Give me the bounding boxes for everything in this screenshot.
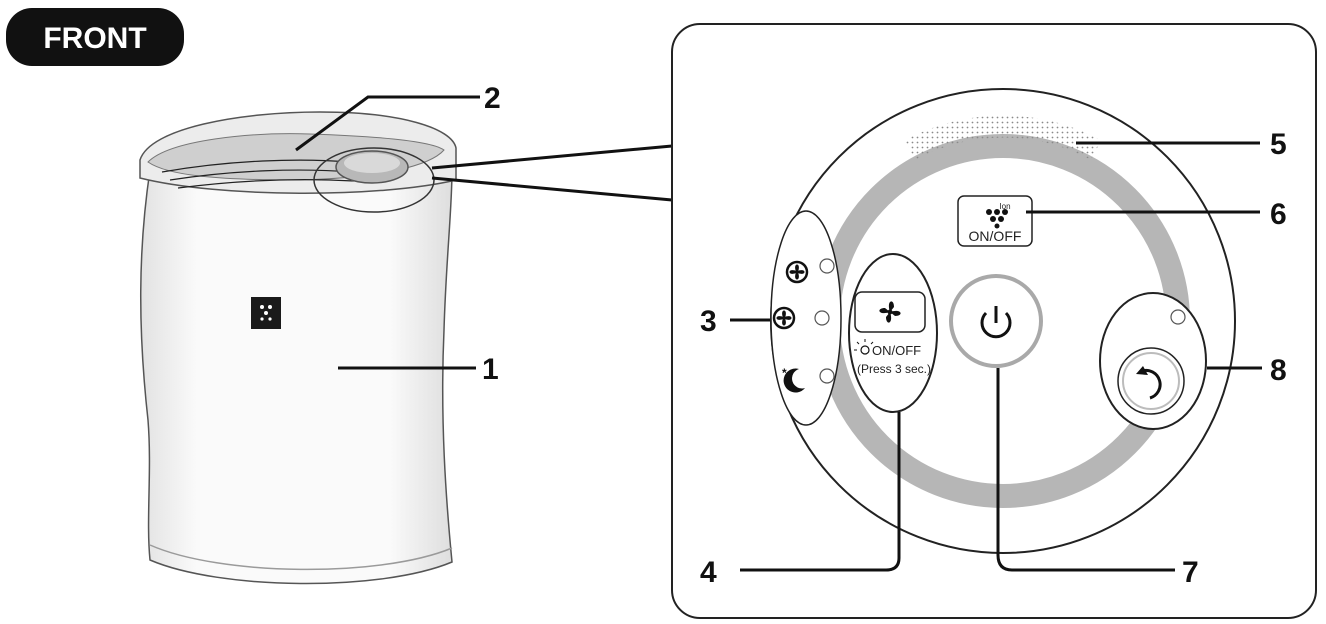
- svg-text:*: *: [782, 366, 787, 380]
- fan-button-press-hint: (Press 3 sec.): [857, 362, 931, 376]
- light-icon: [854, 339, 874, 355]
- ion-button-onoff-label: ON/OFF: [969, 228, 1022, 244]
- ion-button[interactable]: Ion ON/OFF: [957, 195, 1033, 247]
- plasmacluster-logo-icon: [251, 297, 281, 329]
- fan-medium-lamp: [814, 310, 830, 326]
- callout-7-label: 7: [1182, 556, 1199, 589]
- air-purifier-unit: [139, 111, 457, 585]
- callout-1-label: 1: [482, 353, 499, 386]
- callout-8-label: 8: [1270, 354, 1287, 387]
- fan-high-lamp: [819, 258, 835, 274]
- sensor-arc: [904, 115, 1102, 160]
- callout-3-label: 3: [700, 305, 717, 338]
- reset-arrow-icon: [1136, 366, 1162, 400]
- ion-cluster-icon: [986, 209, 1008, 229]
- night-mode-icon: *: [782, 366, 805, 393]
- filter-reset-lamp: [1170, 309, 1186, 325]
- reset-button-group: [1099, 292, 1207, 430]
- fan-button-onoff-label: ON/OFF: [872, 343, 921, 358]
- callout-5-label: 5: [1270, 128, 1287, 161]
- power-icon: [980, 306, 1012, 339]
- front-badge: FRONT: [6, 8, 184, 66]
- fan-medium-icon: [772, 306, 796, 330]
- fan-high-icon: [785, 260, 809, 284]
- callout-2-label: 2: [484, 82, 501, 115]
- night-lamp: [819, 368, 835, 384]
- callout-4-label: 4: [700, 556, 717, 589]
- reset-button[interactable]: [1117, 347, 1185, 415]
- fan-button[interactable]: ON/OFF (Press 3 sec.): [848, 253, 938, 413]
- power-button[interactable]: [949, 274, 1043, 368]
- fan-icon: [879, 301, 901, 323]
- zoom-highlight-ring: [313, 147, 435, 213]
- ion-label: Ion: [999, 202, 1010, 211]
- callout-6-label: 6: [1270, 198, 1287, 231]
- front-title: FRONT: [43, 22, 146, 55]
